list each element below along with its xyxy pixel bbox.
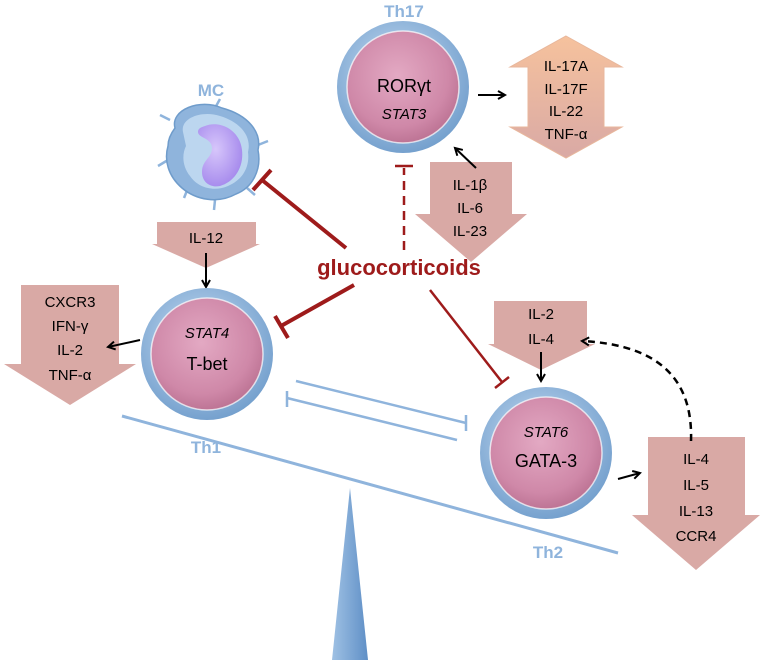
th17-output-1: IL-17A xyxy=(544,58,588,75)
th17-cell xyxy=(337,21,469,153)
gluco-inhibits-th17 xyxy=(395,164,413,250)
th17-input-1: IL-1β xyxy=(453,177,488,194)
th17-output-arrow xyxy=(508,35,624,159)
th2-output-arrow xyxy=(632,437,760,570)
th1-tf-tbet: T-bet xyxy=(186,354,227,374)
th17-tf-stat3: STAT3 xyxy=(382,106,427,123)
th17-label: Th17 xyxy=(384,2,424,21)
th1-output-2: IFN-γ xyxy=(52,318,89,335)
balance-fulcrum xyxy=(332,488,368,660)
th1-label: Th1 xyxy=(191,438,221,457)
th1-output-4: TNF-α xyxy=(49,367,92,384)
th2-output-4: CCR4 xyxy=(676,528,717,545)
th2-secretion-arrow xyxy=(617,473,640,480)
th17-output-4: TNF-α xyxy=(545,126,588,143)
th17-output-3: IL-22 xyxy=(549,103,583,120)
th1-input-arrow xyxy=(152,222,260,268)
th17-input-3: IL-23 xyxy=(453,223,487,240)
th1-output-3: IL-2 xyxy=(57,342,83,359)
th1-secretion-arrow xyxy=(108,339,141,347)
th1-tf-stat4: STAT4 xyxy=(185,325,229,342)
th17-output-2: IL-17F xyxy=(544,81,587,98)
th17-input-arrow-line xyxy=(455,148,477,169)
th2-input-arrow xyxy=(488,301,595,370)
th1-output-1: CXCR3 xyxy=(45,294,96,311)
th1-th2-inhibition xyxy=(285,379,468,442)
balance-beam xyxy=(121,414,619,555)
th1-output-arrow xyxy=(4,285,136,405)
th17-tf-rorgt: RORγt xyxy=(377,76,431,96)
th2-input-2: IL-4 xyxy=(528,331,554,348)
th2-tf-stat6: STAT6 xyxy=(524,424,569,441)
th2-input-1: IL-2 xyxy=(528,306,554,323)
th17-input-2: IL-6 xyxy=(457,200,483,217)
glucocorticoids-label: glucocorticoids xyxy=(317,255,481,280)
th2-feedback-arrow xyxy=(582,341,693,442)
mc-cell xyxy=(157,98,269,211)
th2-output-1: IL-4 xyxy=(683,451,709,468)
th2-output-3: IL-13 xyxy=(679,503,713,520)
th2-cell xyxy=(480,387,612,519)
gluco-inhibits-mc xyxy=(251,168,348,250)
gluco-inhibits-th2 xyxy=(429,289,510,389)
th1-cell xyxy=(141,288,273,420)
th1-input-il12: IL-12 xyxy=(189,230,223,247)
th2-output-2: IL-5 xyxy=(683,477,709,494)
th17-input-arrow xyxy=(415,162,527,262)
gluco-inhibits-th1 xyxy=(273,283,355,340)
th2-label: Th2 xyxy=(533,543,563,562)
th2-tf-gata3: GATA-3 xyxy=(515,451,577,471)
mc-label: MC xyxy=(198,81,224,100)
